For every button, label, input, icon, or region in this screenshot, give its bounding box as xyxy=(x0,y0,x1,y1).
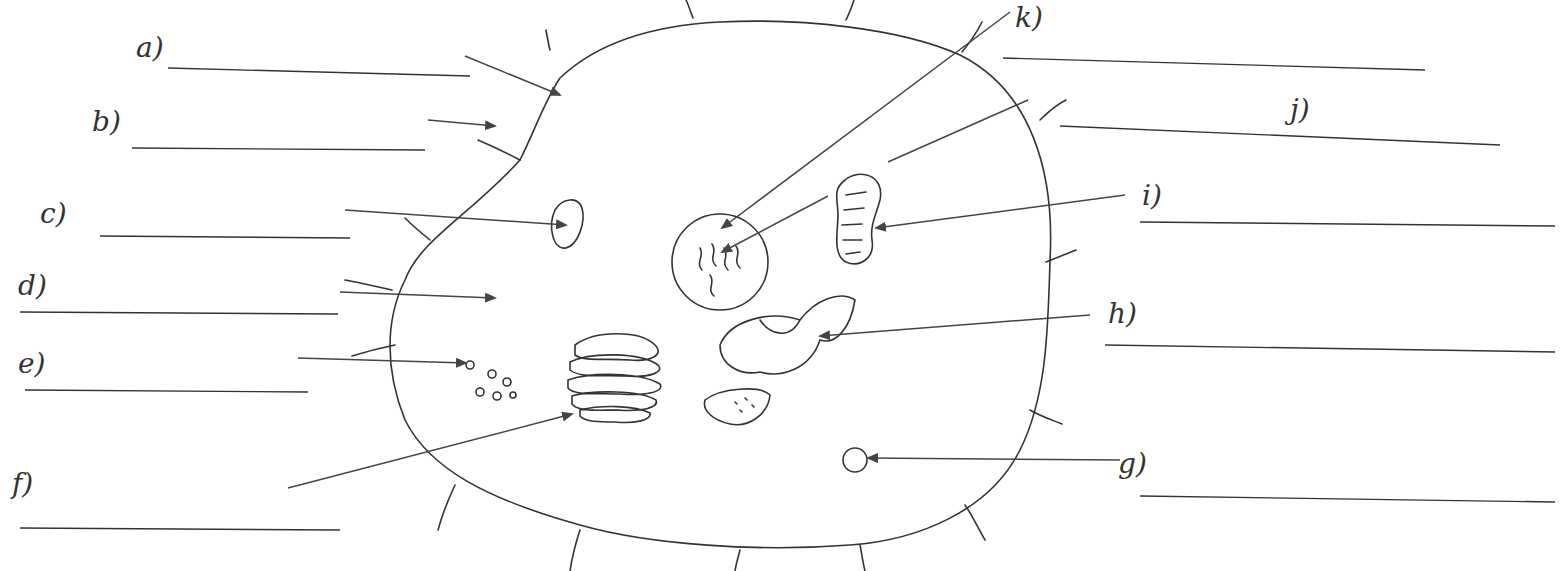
callout-letter: j) xyxy=(1290,96,1310,124)
cell-projection xyxy=(345,0,1076,571)
chromatin xyxy=(699,244,740,296)
nucleus xyxy=(672,214,768,310)
callout-letter: b) xyxy=(92,108,121,136)
golgi xyxy=(568,334,661,423)
granules xyxy=(735,398,754,412)
endomembrane xyxy=(704,296,855,425)
callout-letter: f) xyxy=(12,470,33,498)
callout-letter: a) xyxy=(136,34,164,62)
leader-arrows xyxy=(288,12,1125,488)
callout-letter: k) xyxy=(1015,4,1043,32)
callout-letter: i) xyxy=(1142,182,1162,210)
vesicles xyxy=(466,361,516,400)
leader-line xyxy=(888,100,1028,162)
answer-lines xyxy=(20,58,1555,530)
callout-letter: c) xyxy=(40,200,67,228)
cell-membrane xyxy=(390,21,1051,547)
cristae xyxy=(842,192,866,254)
callout-letter: h) xyxy=(1108,300,1137,328)
callout-letter: e) xyxy=(18,350,46,378)
mitochondrion xyxy=(837,174,881,263)
ribosome-circle xyxy=(843,448,867,472)
callout-letter: g) xyxy=(1118,450,1147,478)
callout-letter: d) xyxy=(18,272,47,300)
